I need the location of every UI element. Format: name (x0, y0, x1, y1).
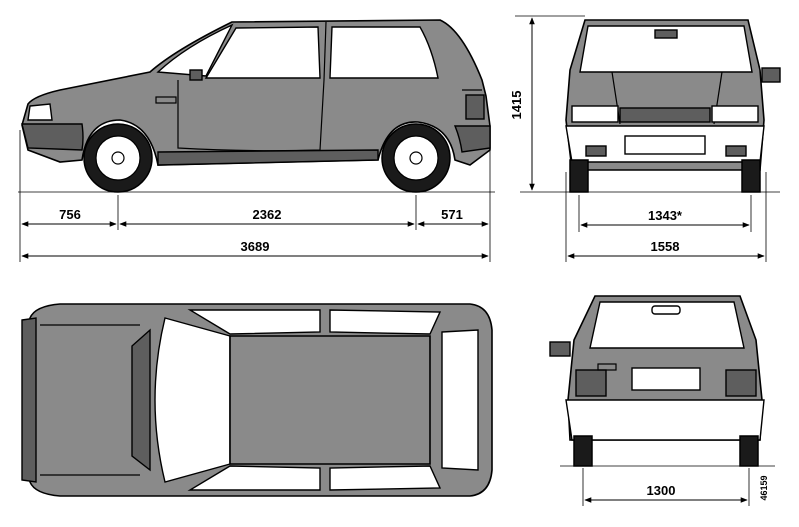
rear-badge (597, 363, 617, 371)
front-dimensions: 1415 1343* 1558 (509, 15, 767, 262)
top-roof (229, 335, 431, 465)
side-door-outline (177, 79, 325, 152)
top-rear-window (441, 329, 479, 471)
side-rear-wheel (381, 123, 451, 193)
side-mirror (189, 69, 203, 81)
rear-left-tyre (573, 435, 593, 467)
top-side-window-lower (187, 465, 321, 491)
front-left-headlight (571, 105, 619, 123)
front-fog-left (585, 145, 607, 157)
rear-right-lamp (725, 369, 757, 397)
height-label: 1415 (509, 91, 524, 120)
rear-window (589, 301, 745, 349)
front-left-tyre (569, 159, 589, 193)
side-front-window (204, 26, 321, 79)
rear-dimensions: 1300 46159 (582, 468, 769, 506)
front-right-headlight (711, 105, 759, 123)
front-right-tyre (741, 159, 761, 193)
front-side-mirror (761, 67, 781, 83)
top-front-bumper (21, 317, 37, 483)
rear-stop-light (651, 305, 681, 315)
side-view (18, 19, 495, 193)
front-plate (624, 135, 706, 155)
front-grille (619, 107, 711, 123)
front-track-label: 1343* (648, 208, 683, 223)
side-rear-bumper (453, 125, 491, 153)
rear-view (549, 295, 775, 467)
front-mirror-inner (654, 29, 678, 39)
top-side-window-upper-rear (329, 309, 442, 335)
top-side-window-lower-rear (329, 465, 442, 491)
overall-length-label: 3689 (241, 239, 270, 254)
rear-track-label: 1300 (647, 483, 676, 498)
rear-left-lamp (575, 369, 607, 397)
side-headlight (27, 103, 53, 121)
wheelbase-label: 2362 (253, 207, 282, 222)
side-tail-light (465, 94, 485, 120)
rear-bumper (565, 399, 765, 441)
side-rear-window (329, 26, 439, 79)
top-view (21, 303, 493, 497)
side-front-bumper (21, 123, 84, 151)
rear-overhang-label: 571 (441, 207, 463, 222)
rear-right-tyre (739, 435, 759, 467)
side-front-wheel (83, 123, 153, 193)
front-windshield (579, 25, 753, 73)
rear-plate (631, 367, 701, 391)
front-fog-right (725, 145, 747, 157)
front-view (520, 19, 781, 193)
overall-width-label: 1558 (651, 239, 680, 254)
front-overhang-label: 756 (59, 207, 81, 222)
top-dashboard (131, 328, 151, 472)
side-windshield (156, 23, 234, 77)
drawing-number: 46159 (759, 475, 769, 500)
top-side-window-upper (187, 309, 321, 335)
side-badge (155, 96, 177, 104)
side-sill (157, 149, 379, 166)
rear-side-mirror (549, 341, 571, 357)
top-windshield (154, 317, 231, 483)
side-dimensions: 756 2362 571 3689 (19, 130, 491, 262)
